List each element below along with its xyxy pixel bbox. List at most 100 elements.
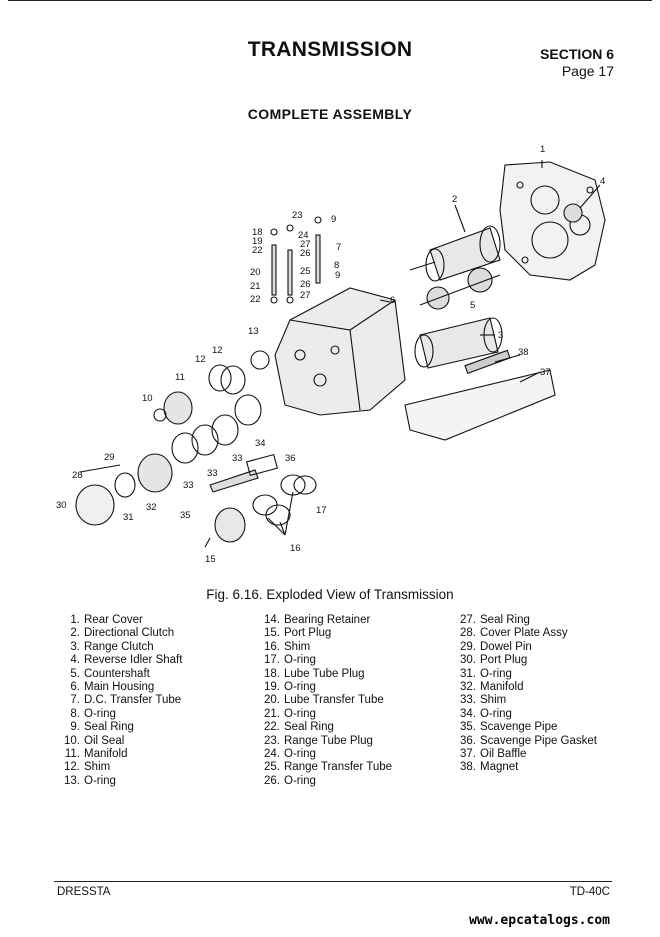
callout: 1 [540,144,545,155]
exploded-view-svg: 1 2 3 4 5 6 7 8 9 9 10 11 12 12 13 15 16… [56,144,606,565]
callout: 22 [252,245,263,256]
legend-item-number: 37. [460,748,476,761]
legend-item-name: Oil Baffle [480,748,527,761]
legend-item-name: O-ring [284,654,316,667]
legend-item-number: 29. [460,640,476,653]
legend-item-name: Port Plug [284,627,332,640]
legend-item: 11.Manifold [54,748,182,761]
callout: 2 [452,194,457,205]
legend-item: 38.Magnet [450,761,597,774]
callout: 33 [183,480,194,491]
legend-item-number: 7. [70,694,80,707]
callout: 27 [300,290,311,301]
legend-item-name: O-ring [84,707,116,720]
legend-item: 10.Oil Seal [54,735,182,748]
legend-item-number: 17. [264,654,280,667]
figure-caption: Fig. 6.16. Exploded View of Transmission [206,587,454,602]
legend-item: 27. Seal Ring [450,614,597,627]
legend-item-name: Seal Ring [480,614,530,626]
callout: 9 [331,214,336,225]
callout: 5 [470,300,475,311]
callout: 11 [175,372,185,383]
callout: 31 [123,512,134,523]
diagram-callouts: 1 2 3 4 5 6 7 8 9 9 10 11 12 12 13 15 16… [56,144,605,565]
legend-item-name: O-ring [284,748,316,761]
legend-item: 35. Scavenge Pipe [450,721,597,734]
legend-item-number: 38. [460,761,476,774]
legend-item-name: Manifold [480,681,524,694]
legend-item-number: 14. [264,614,280,626]
legend-item: 15. Port Plug [254,627,392,640]
legend-item: 6.Main Housing [54,681,182,694]
legend-item-number: 12. [64,761,80,774]
legend-item-name: Lube Transfer Tube [284,694,384,707]
legend-item-name: Range Tube Plug [284,734,373,747]
callout: 26 [300,279,311,290]
legend-item-number: 13. [64,774,80,787]
callout: 26 [300,248,311,259]
legend-item-name: Seal Ring [84,721,134,734]
legend-item-name: Range Clutch [84,640,154,653]
legend-item-number: 32. [460,681,476,694]
legend-item-name: Port Plug [480,654,528,667]
legend-item-number: 26. [264,774,280,787]
legend-item: 9.Seal Ring [54,721,182,734]
subtitle: COMPLETE ASSEMBLY [247,106,413,122]
legend-item: 29.Dowel Pin [450,641,597,654]
legend-item: 23.Range Tube Plug [254,735,392,748]
callout: 12 [212,345,223,356]
legend-item-name: D.C. Transfer Tube [84,694,182,707]
legend-item-name: O-ring [480,667,512,680]
legend-item-name: Rear Cover [84,614,143,626]
diagram-linework [75,160,606,548]
callout: 15 [205,554,216,565]
legend-item: 20. Lube Transfer Tube [254,694,392,707]
callout: 32 [146,502,157,513]
legend-item-number: 35. [460,721,476,734]
legend-item-number: 20. [264,694,280,707]
legend-item: 25.Range Transfer Tube [254,761,392,774]
legend-item: 2.Directional Clutch [54,627,182,640]
legend-item-number: 27. [460,614,476,626]
legend-item: 7. D.C. Transfer Tube [54,694,182,707]
legend-item-number: 21. [264,707,280,720]
legend-item: 22.Seal Ring [254,721,392,734]
legend-item: 1. Rear Cover [54,614,182,627]
callout: 33 [207,468,218,479]
legend-item-name: O-ring [284,707,316,720]
legend-item-number: 30. [460,654,476,667]
legend-item-name: Lube Tube Plug [284,667,365,680]
legend-item-number: 1. [70,614,80,626]
callout: 30 [56,500,67,511]
legend-item-number: 19. [264,681,280,694]
legend-item-number: 8. [70,707,80,720]
callout: 37 [540,367,551,378]
legend-item-number: 4. [70,654,80,667]
legend-item-number: 15. [264,627,280,640]
legend-item-number: 28. [460,627,476,640]
callout: 21 [250,281,261,292]
legend-item-name: O-ring [284,681,316,694]
legend-item-number: 25. [264,761,280,774]
callout: 34 [255,438,266,449]
legend-item: 4.Reverse Idler Shaft [54,654,182,667]
legend-item: 33.Shim [450,694,597,707]
legend-item-name: Scavenge Pipe [480,721,558,734]
callout: 7 [336,242,341,253]
legend-item-number: 36. [460,734,476,747]
legend-item: 8. O-ring [54,708,182,721]
callout: 19 [252,236,263,247]
legend-item-name: Shim [284,640,311,653]
legend-item: 34.O-ring [450,708,597,721]
legend-item-name: O-ring [480,707,512,720]
legend-item: 3.Range Clutch [54,641,182,654]
callout: 23 [292,210,303,221]
legend-item-name: Manifold [84,748,128,761]
legend-item: 5.Countershaft [54,668,182,681]
legend-item: 14. Bearing Retainer [254,614,392,627]
callout: 24 [298,230,309,241]
callout: 33 [232,453,243,464]
callout: 18 [252,227,263,238]
legend-item-name: Bearing Retainer [284,614,371,626]
